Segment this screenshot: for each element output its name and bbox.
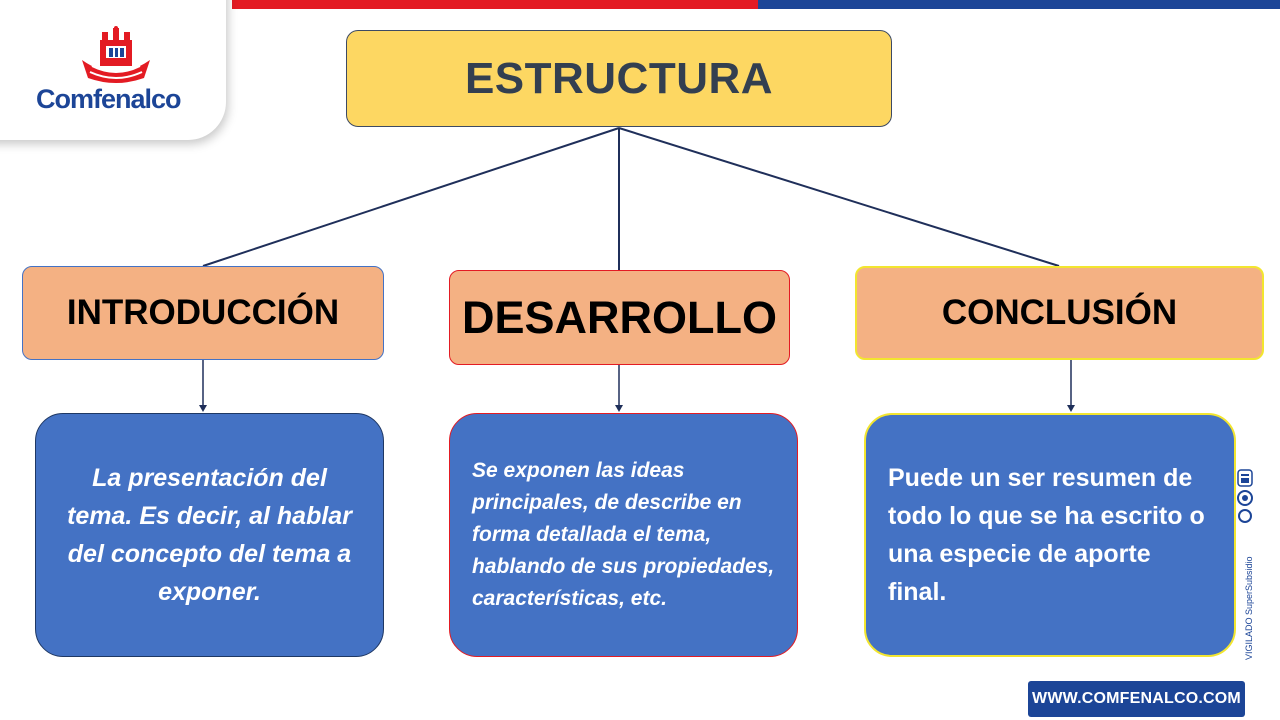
connector-title-conc: [618, 127, 1060, 267]
content-text-conclusion: Puede un ser resumen de todo lo que se h…: [888, 464, 1205, 606]
top-red-bar: [232, 0, 758, 9]
top-blue-bar: [758, 0, 1280, 9]
vigilado-label: VIGILADO SuperSubsidio: [1244, 556, 1254, 660]
content-box-desarrollo: Se exponen las ideas principales, de des…: [449, 413, 798, 657]
content-box-conclusion: Puede un ser resumen de todo lo que se h…: [864, 413, 1236, 657]
website-link[interactable]: WWW.COMFENALCO.COM: [1028, 681, 1245, 717]
comfenalco-logo-icon: [82, 26, 150, 83]
section-heading-introduccion: INTRODUCCIÓN: [22, 266, 384, 360]
brand-name: Comfenalco: [36, 84, 182, 114]
section-heading-conclusion: CONCLUSIÓN: [855, 266, 1264, 360]
supersubsidio-icon: [1237, 469, 1253, 523]
connector-title-intro: [202, 127, 620, 267]
title-box: ESTRUCTURA: [346, 30, 892, 127]
content-text-desarrollo: Se exponen las ideas principales, de des…: [472, 459, 775, 610]
section-heading-desarrollo: DESARROLLO: [449, 270, 790, 365]
diagram-title: ESTRUCTURA: [464, 53, 774, 103]
content-text-introduccion: La presentación del tema. Es decir, al h…: [67, 464, 352, 606]
logo-card: [0, 0, 226, 140]
content-box-introduccion: La presentación del tema. Es decir, al h…: [35, 413, 384, 657]
